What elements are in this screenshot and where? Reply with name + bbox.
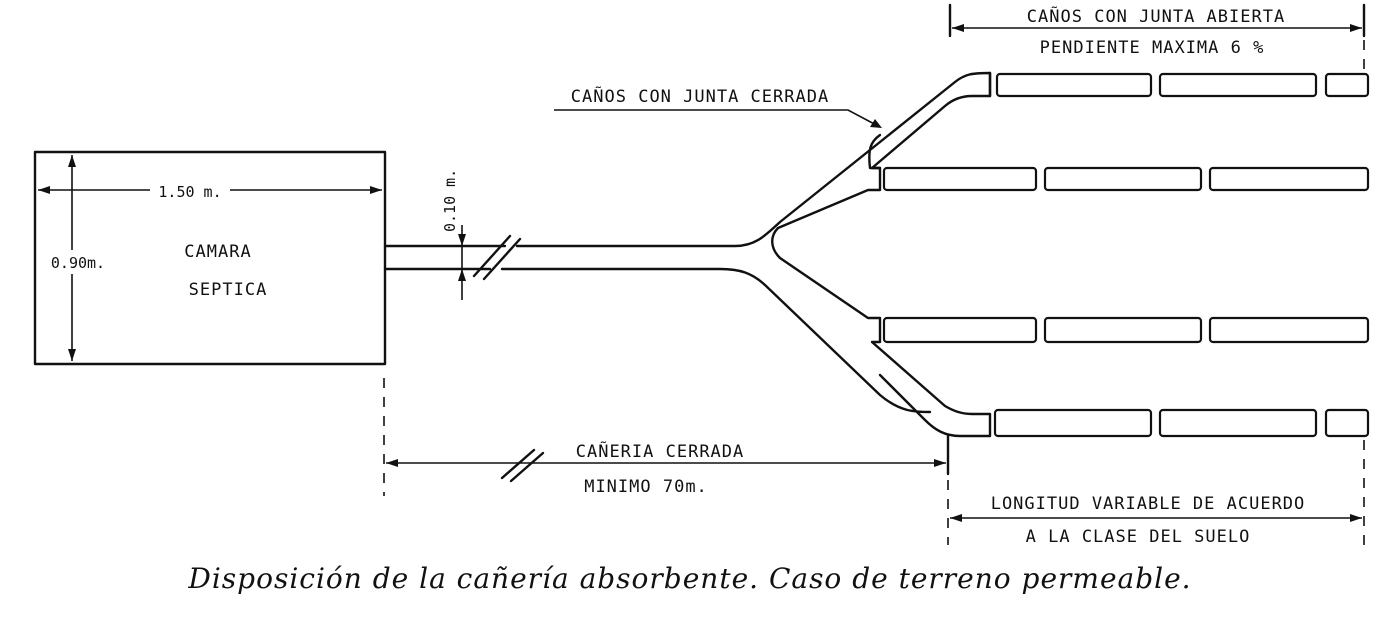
variable-length-label-line1: LONGITUD VARIABLE DE ACUERDO bbox=[991, 494, 1306, 514]
chamber-length-label-bg bbox=[150, 178, 230, 202]
closed-joint-pipes-label: CAÑOS CON JUNTA CERRADA bbox=[571, 85, 829, 107]
pipe-diameter-arrow bbox=[458, 234, 466, 246]
closed-joint-leader bbox=[554, 109, 881, 128]
chamber-name-line1: CAMARA bbox=[184, 242, 251, 262]
open-pipe-row-2 bbox=[882, 166, 1370, 192]
open-joint-pipes-label: CAÑOS CON JUNTA ABIERTA bbox=[1027, 5, 1285, 27]
branch-manifold-outline bbox=[771, 71, 992, 438]
pipe-diameter-arrow-bottom bbox=[458, 269, 466, 281]
variable-length-arrow-right bbox=[1350, 514, 1362, 522]
variable-length-arrow-left bbox=[950, 514, 962, 522]
closed-pipe-arrow-left bbox=[386, 459, 398, 467]
open-joint-arrow-left bbox=[952, 24, 964, 32]
open-joint-label-bg bbox=[996, 6, 1316, 26]
branch-upper-inner bbox=[868, 133, 882, 170]
variable-length-label-line2: A LA CLASE DEL SUELO bbox=[1026, 527, 1251, 547]
closed-pipe-top-wall bbox=[383, 71, 992, 248]
closed-pipe-label: CAÑERIA CERRADA bbox=[576, 440, 745, 462]
chamber-width-label-bg bbox=[48, 250, 108, 274]
closed-pipe-label-bg bbox=[556, 440, 766, 460]
chamber-width-arrow-bottom bbox=[68, 349, 76, 361]
open-pipe-row-1 bbox=[995, 72, 1370, 98]
minimum-distance-label: MINIMO 70m. bbox=[584, 477, 708, 497]
chamber-length-arrow-right bbox=[370, 186, 382, 194]
chamber-width-arrow-top bbox=[68, 155, 76, 167]
open-pipe-row-3 bbox=[882, 316, 1370, 344]
pipe-break-mark-1 bbox=[472, 234, 512, 278]
dimension-break-mark-1 bbox=[500, 448, 536, 480]
closed-pipe-arrow-right bbox=[934, 459, 946, 467]
pipe-diameter-label: 0.10 m. bbox=[441, 169, 459, 232]
dimension-break-mark-2 bbox=[509, 451, 545, 483]
open-pipe-row-4 bbox=[993, 408, 1370, 438]
open-joint-arrow-right bbox=[1350, 24, 1362, 32]
closed-joint-leader-arrow bbox=[870, 119, 882, 128]
closed-pipe-bottom-wall bbox=[383, 267, 932, 414]
chamber-length-arrow-left bbox=[38, 186, 50, 194]
pipe-break-mark-2 bbox=[482, 237, 522, 281]
max-slope-label: PENDIENTE MAXIMA 6 % bbox=[1040, 38, 1265, 58]
chamber-length-label: 1.50 m. bbox=[158, 183, 221, 201]
figure-caption: Disposición de la cañería absorbente. Ca… bbox=[187, 562, 1191, 595]
septic-chamber bbox=[33, 150, 387, 366]
chamber-width-label: 0.90m. bbox=[51, 254, 105, 272]
chamber-name-line2: SEPTICA bbox=[189, 280, 268, 300]
variable-length-label2-bg bbox=[990, 524, 1290, 546]
